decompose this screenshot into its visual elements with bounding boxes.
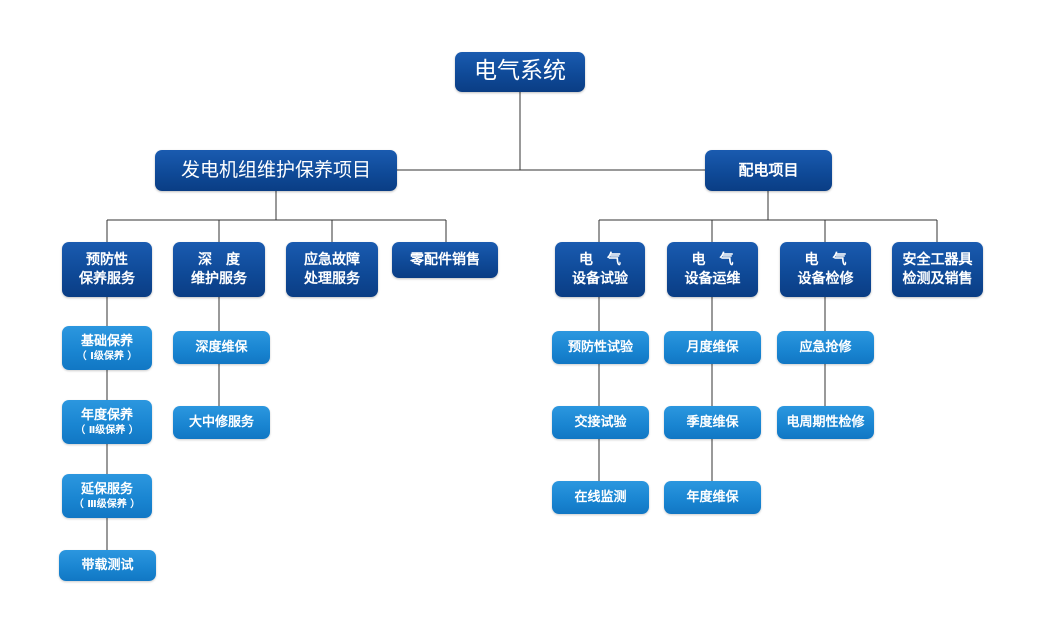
node-label: 设备检修 bbox=[797, 270, 854, 287]
node-label: 维护服务 bbox=[191, 270, 247, 287]
node-quarterly-maintenance: 季度维保 bbox=[664, 406, 761, 439]
node-label: 延保服务 bbox=[80, 481, 133, 497]
node-label: 带载测试 bbox=[81, 557, 134, 573]
node-label: 基础保养 bbox=[80, 333, 133, 349]
node-deep-service: 深度维保 bbox=[173, 331, 270, 364]
node-load-test: 带载测试 bbox=[59, 550, 156, 581]
node-handover-test: 交接试验 bbox=[552, 406, 649, 439]
node-label: 保养服务 bbox=[79, 270, 135, 287]
node-label: 安全工器具 bbox=[902, 251, 973, 268]
node-label: 电周期性检修 bbox=[786, 414, 865, 430]
node-label: 检测及销售 bbox=[902, 270, 973, 287]
node-label: 电 气 bbox=[691, 251, 734, 268]
node-periodic-repair: 电周期性检修 bbox=[777, 406, 874, 439]
node-label: 预防性试验 bbox=[567, 339, 633, 355]
node-root: 电气系统 bbox=[455, 52, 585, 92]
node-label: 配电项目 bbox=[738, 161, 799, 180]
node-sublabel: （ Ⅱ级保养 ） bbox=[75, 425, 139, 437]
node-preventive-maintenance: 预防性 保养服务 bbox=[62, 242, 152, 297]
node-label: 深 度 bbox=[198, 251, 240, 268]
node-yearly-maintenance: 年度维保 bbox=[664, 481, 761, 514]
node-label: 季度维保 bbox=[686, 414, 739, 430]
node-label: 电 气 bbox=[579, 251, 621, 268]
node-label: 电 气 bbox=[804, 251, 847, 268]
node-label: 处理服务 bbox=[304, 270, 360, 287]
node-emergency-repair: 应急抢修 bbox=[777, 331, 874, 364]
node-deep-maintenance: 深 度 维护服务 bbox=[173, 242, 265, 297]
node-emergency-service: 应急故障 处理服务 bbox=[286, 242, 378, 297]
node-equipment-repair: 电 气 设备检修 bbox=[780, 242, 871, 297]
node-label: 年度维保 bbox=[686, 489, 739, 505]
node-label: 应急抢修 bbox=[799, 339, 852, 355]
node-equipment-operation: 电 气 设备运维 bbox=[667, 242, 758, 297]
node-label: 零配件销售 bbox=[410, 251, 480, 268]
node-label: 大中修服务 bbox=[188, 414, 254, 430]
node-label: 发电机组维护保养项目 bbox=[180, 158, 371, 181]
node-label: 在线监测 bbox=[574, 489, 627, 505]
node-basic-maintenance: 基础保养 （ Ⅰ级保养 ） bbox=[62, 326, 152, 370]
node-label: 预防性 bbox=[86, 251, 128, 268]
node-label: 设备运维 bbox=[684, 270, 741, 287]
node-spare-parts-sales: 零配件销售 bbox=[392, 242, 498, 278]
node-sublabel: （ Ⅰ级保养 ） bbox=[76, 351, 138, 363]
node-label: 交接试验 bbox=[574, 414, 627, 430]
node-annual-maintenance: 年度保养 （ Ⅱ级保养 ） bbox=[62, 400, 152, 444]
node-label: 深度维保 bbox=[195, 339, 248, 355]
node-online-monitoring: 在线监测 bbox=[552, 481, 649, 514]
node-monthly-maintenance: 月度维保 bbox=[664, 331, 761, 364]
node-overhaul-service: 大中修服务 bbox=[173, 406, 270, 439]
node-label: 设备试验 bbox=[572, 270, 628, 287]
node-label: 月度维保 bbox=[686, 339, 739, 355]
node-equipment-testing: 电 气 设备试验 bbox=[555, 242, 645, 297]
node-safety-tools: 安全工器具 检测及销售 bbox=[892, 242, 983, 297]
node-generator-maintenance: 发电机组维护保养项目 bbox=[155, 150, 397, 191]
node-label: 应急故障 bbox=[304, 251, 360, 268]
node-preventive-test: 预防性试验 bbox=[552, 331, 649, 364]
node-power-distribution: 配电项目 bbox=[705, 150, 832, 191]
node-sublabel: （ Ⅲ级保养 ） bbox=[73, 499, 141, 511]
node-extended-warranty: 延保服务 （ Ⅲ级保养 ） bbox=[62, 474, 152, 518]
node-label: 年度保养 bbox=[80, 407, 133, 423]
node-label: 电气系统 bbox=[474, 58, 566, 85]
